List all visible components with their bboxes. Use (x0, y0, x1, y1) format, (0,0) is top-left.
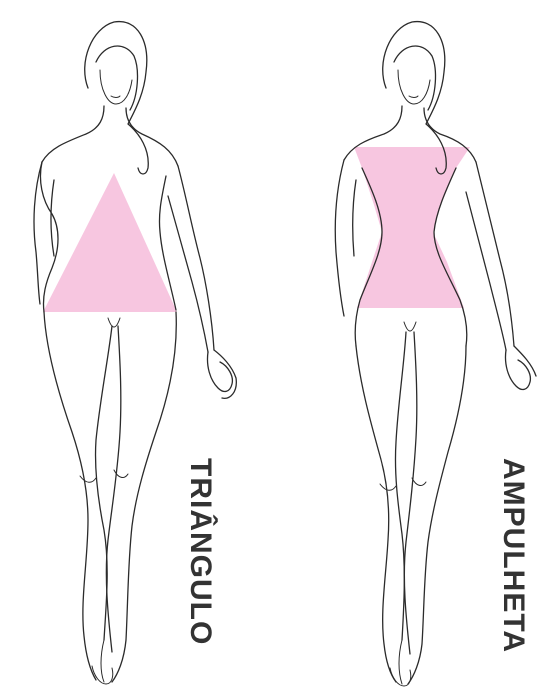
triangle-shape (43, 173, 177, 312)
left-figure-lips (111, 96, 120, 98)
right-figure-arm-right (466, 162, 514, 350)
left-figure-leg-inner-right (106, 326, 120, 652)
right-figure-knee-left (380, 484, 396, 490)
right-figure-leg-left (356, 346, 396, 682)
left-figure-leg-inner-left (95, 326, 112, 640)
right-figure-arm-left (335, 160, 356, 316)
right-figure-hair-inner (394, 46, 435, 110)
left-figure-leg-right (112, 312, 176, 682)
right-figure-crotch (404, 322, 416, 331)
left-figure-face (100, 70, 132, 104)
right-figure-lips (409, 96, 418, 98)
label-ampulheta: AMPULHETA (498, 458, 528, 653)
left-figure-leg-left (44, 312, 96, 680)
label-triangulo: TRIÂNGULO (185, 458, 215, 645)
left-figure-neck-shoulders (42, 106, 178, 166)
right-figure-knee-right (412, 478, 426, 485)
left-figure-hand-right (207, 350, 236, 398)
left-figure-hair-inner (96, 46, 137, 110)
right-figure-hand-right (505, 346, 536, 389)
left-figure-arm-right (168, 166, 214, 352)
right-figure-feet (390, 640, 411, 686)
right-figure-face (398, 70, 430, 104)
right-figure-leg-inner-right (404, 332, 416, 654)
left-figure-arm-left (34, 162, 54, 304)
left-figure-knee-left (80, 476, 96, 482)
